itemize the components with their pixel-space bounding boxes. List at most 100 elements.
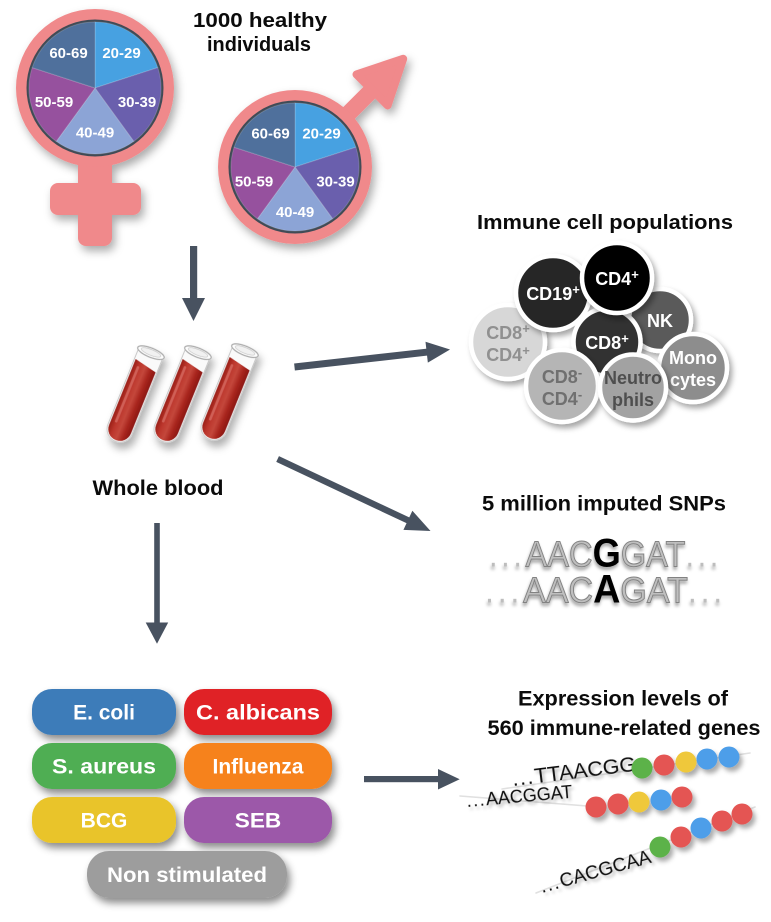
- pie-slice: [233, 102, 296, 168]
- svg-text:CD4+: CD4+: [486, 343, 530, 365]
- cell-label-line: CD4: [542, 389, 578, 409]
- svg-text:cytes: cytes: [670, 370, 716, 390]
- immune-cells-cluster: CD8+ CD4+ CD19+ NK CD8+ CD4+ Mono cytes …: [468, 240, 730, 425]
- female-age-pie: [28, 21, 162, 155]
- cell-cd19: CD19+: [513, 253, 593, 333]
- gene-beads: [649, 803, 753, 858]
- pill-label: S. aureus: [52, 756, 156, 779]
- cell-label-sup: +: [572, 282, 580, 297]
- pie-slice: [256, 166, 334, 232]
- snp-seq-dots: ...: [685, 537, 722, 575]
- pill-non-stimulated: Non stimulated: [87, 851, 287, 898]
- snp-seq-dots: ...: [688, 573, 726, 611]
- cell-label-line: Mono: [669, 348, 717, 368]
- pie-label: 50-59: [235, 174, 273, 191]
- cell-label-line: CD4: [486, 345, 522, 365]
- bead: [670, 826, 692, 848]
- bead: [653, 754, 675, 776]
- cell-label-line: CD8: [486, 323, 522, 343]
- pill-bcg: BCG: [32, 797, 176, 843]
- gene-row-2: ...AACGGAT: [459, 782, 693, 818]
- expression-title-line2: 560 immune-related genes: [488, 717, 761, 740]
- gene-strand: [459, 795, 601, 808]
- cell-cd8n-cd4n: CD8- CD4-: [523, 347, 601, 425]
- stimulation-pills: E. coli C. albicans S. aureus Influenza …: [32, 689, 332, 898]
- pie-slice: [94, 66, 162, 143]
- pie-label: 30-39: [316, 174, 354, 191]
- blood-tubes: [106, 343, 259, 443]
- svg-text:CD8+: CD8+: [585, 331, 629, 353]
- arrow-cohort-to-blood: [182, 246, 205, 321]
- pie-label: 60-69: [49, 45, 87, 62]
- snp-seq-post: GAT: [620, 570, 687, 611]
- cell-label-line: Neutro: [604, 368, 662, 388]
- pie-label: 30-39: [118, 94, 156, 111]
- bead: [649, 836, 671, 858]
- blood-tube: [153, 345, 212, 443]
- svg-text:Mono: Mono: [669, 348, 717, 368]
- cohort-title-line2: individuals: [207, 34, 311, 56]
- snp-allele: A: [593, 568, 620, 612]
- cell-label-sup: +: [621, 331, 629, 346]
- pill-label: SEB: [235, 810, 282, 833]
- snp-seq-post: GAT: [621, 534, 686, 575]
- pill-label: BCG: [81, 810, 128, 833]
- cell-neutrophils: Neutro phils: [597, 352, 669, 423]
- bead: [607, 793, 629, 815]
- pie-slice: [294, 102, 357, 168]
- female-symbol: 20-29 30-39 40-49 50-59 60-69: [16, 9, 174, 246]
- gene-seq-text: AACGGAT: [485, 782, 573, 809]
- cell-cd4: CD4+: [579, 240, 655, 316]
- bead: [650, 789, 672, 811]
- gene-row-3: ...CACGCAA: [535, 803, 756, 898]
- cell-label-sup: -: [578, 365, 582, 380]
- cohort-title-line1: 1000 healthy: [193, 10, 328, 32]
- snp-seq-dots: ...: [489, 537, 526, 575]
- bead: [690, 817, 712, 839]
- pill-label: C. albicans: [196, 702, 320, 725]
- bead: [675, 751, 697, 773]
- male-symbol: 20-29 30-39 40-49 50-59 60-69: [218, 54, 408, 244]
- cell-label-line: CD8: [585, 333, 621, 353]
- svg-text:Neutro: Neutro: [604, 368, 662, 388]
- cell-label-sup: +: [631, 267, 639, 282]
- pie-label: 20-29: [302, 126, 340, 143]
- bead: [696, 748, 718, 770]
- cell-cd8p-cd4p: CD8+ CD4+: [468, 302, 548, 382]
- cell-label-line: cytes: [670, 370, 716, 390]
- arrow-blood-to-stimulations: [145, 523, 169, 644]
- pill-label: Influenza: [212, 756, 303, 779]
- expression-title-line1: Expression levels of: [518, 688, 729, 711]
- svg-text:phils: phils: [612, 390, 654, 410]
- svg-text:CD4-: CD4-: [542, 387, 582, 409]
- snps-title: 5 million imputed SNPs: [482, 493, 726, 516]
- cell-label-line: CD19: [526, 284, 572, 304]
- bead: [671, 786, 693, 808]
- snp-seq-pre: AAC: [523, 570, 593, 611]
- pie-label: 50-59: [35, 94, 73, 111]
- pie-slice: [31, 21, 96, 89]
- arrow-blood-to-snps: [276, 456, 431, 531]
- arrow-stimulations-to-expression: [364, 769, 460, 790]
- pill-e-coli: E. coli: [32, 689, 176, 735]
- whole-blood-label: Whole blood: [93, 476, 224, 500]
- arrow-blood-to-cells: [294, 341, 451, 371]
- snp-sequence-2: ...AACAGAT...: [485, 568, 726, 612]
- snp-seq-pre: AAC: [526, 534, 593, 575]
- pill-c-albicans: C. albicans: [184, 689, 332, 735]
- gene-sequence: ...CACGCAA: [538, 847, 654, 898]
- bead: [628, 791, 650, 813]
- pill-seb: SEB: [184, 797, 332, 843]
- cell-label-line: NK: [647, 311, 673, 331]
- pill-s-aureus: S. aureus: [32, 743, 176, 789]
- pie-slice: [28, 66, 96, 143]
- male-age-pie: [230, 102, 360, 232]
- gene-beads: [585, 786, 693, 818]
- bead: [585, 796, 607, 818]
- bead: [731, 803, 753, 825]
- gene-seq-dots: ...: [511, 764, 536, 791]
- svg-text:CD8+: CD8+: [486, 321, 530, 343]
- gene-seq-text: CACGCAA: [557, 847, 653, 892]
- bead: [718, 746, 740, 768]
